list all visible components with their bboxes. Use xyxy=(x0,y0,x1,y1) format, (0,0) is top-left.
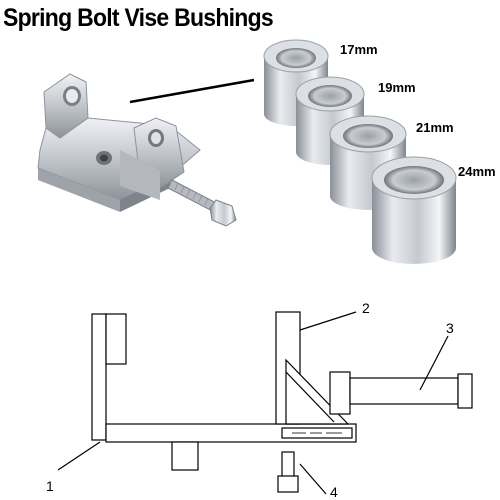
technical-diagram xyxy=(57,311,473,495)
bushing-size-label: 21mm xyxy=(416,120,454,135)
callout-number: 2 xyxy=(362,300,370,316)
callout-number: 4 xyxy=(330,484,338,500)
product-title: Spring Bolt Vise Bushings xyxy=(3,4,274,32)
bushing-size-label: 24mm xyxy=(458,164,496,179)
vise-photo xyxy=(37,73,237,227)
bushing-24mm xyxy=(371,156,457,264)
bushing-size-label: 19mm xyxy=(378,80,416,95)
connector-line xyxy=(129,78,255,104)
callout-number: 1 xyxy=(46,478,54,494)
bushing-size-label: 17mm xyxy=(340,42,378,57)
callout-number: 3 xyxy=(446,320,454,336)
